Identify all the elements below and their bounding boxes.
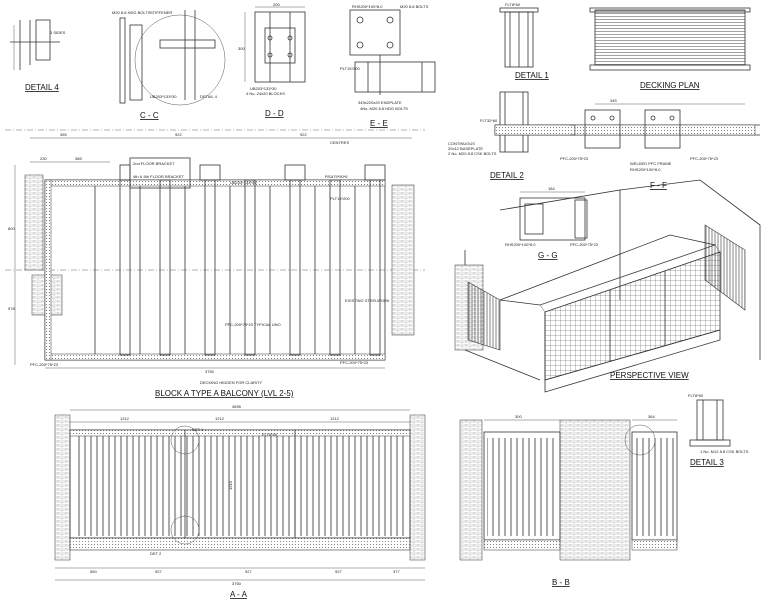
section-cc: M20 8.8 HDG BOLTS STIFFENER UB203*133*30… [112,10,226,120]
section-dd: 200 300 4 No. 24x20 BLOCKS UB203*133*30 … [238,2,306,118]
title-gg: G - G [538,251,558,260]
svg-text:978: 978 [8,306,15,311]
svg-text:4th & 5th FLOOR BRACKET: 4th & 5th FLOOR BRACKET [133,174,184,179]
main-plan: 455 922 922 CENTRES 230 385 [5,129,425,398]
title-detail4: DETAIL 4 [25,83,59,92]
svg-text:800: 800 [8,226,15,231]
svg-text:UB203*133*30: UB203*133*30 [230,180,257,185]
svg-text:1 No. M12 8.8 CSK BOLTS: 1 No. M12 8.8 CSK BOLTS [700,449,749,454]
svg-text:184: 184 [548,186,555,191]
svg-text:364: 364 [648,414,655,419]
svg-text:927: 927 [335,569,342,574]
svg-text:550: 550 [90,569,97,574]
svg-text:349x220x20 ENDPLATE: 349x220x20 ENDPLATE [358,100,402,105]
svg-text:PFC-200*75*23: PFC-200*75*23 [340,360,369,365]
title-bb: B - B [552,578,570,587]
title-aa: A - A [230,590,248,599]
svg-text:345: 345 [610,98,617,103]
svg-text:PFC-200*75*23: PFC-200*75*23 [560,156,589,161]
detail-1: FLT8*60 DETAIL 1 [499,2,549,80]
svg-text:2nd FLOOR BRACKET: 2nd FLOOR BRACKET [133,161,175,166]
svg-text:FLT8*60: FLT8*60 [505,2,521,7]
svg-text:1212: 1212 [330,416,340,421]
detail-2: FLT32*60 CONTINUOUS 20x12 BASEPLATE 2 No… [448,91,576,180]
svg-text:455: 455 [60,132,67,137]
svg-text:377: 377 [393,569,400,574]
svg-text:230: 230 [40,156,47,161]
decking-plan: DECKING PLAN [589,7,751,90]
svg-text:FLT32*60: FLT32*60 [480,118,498,123]
svg-text:RHS200*100*8.0: RHS200*100*8.0 [505,242,536,247]
title-detail3: DETAIL 3 [690,458,724,467]
svg-text:922: 922 [175,132,182,137]
svg-text:PLT15*200: PLT15*200 [340,66,360,71]
svg-text:FLT8*60: FLT8*60 [688,393,704,398]
svg-text:PFC-200*75*23: PFC-200*75*23 [570,242,599,247]
svg-text:927: 927 [245,569,252,574]
title-dd: D - D [265,109,284,118]
svg-text:UB203*133*30: UB203*133*30 [150,94,177,99]
title-perspective: PERSPECTIVE VIEW [610,371,689,380]
title-cc: C - C [140,111,159,120]
svg-text:4No. M20 8.8 HDG BOLTS: 4No. M20 8.8 HDG BOLTS [360,106,408,111]
svg-text:2 No. M20 8.8 CSK BOLTS: 2 No. M20 8.8 CSK BOLTS [448,151,497,156]
svg-text:DET 2: DET 2 [150,551,162,556]
title-main-plan: BLOCK A TYPE A BALCONY (LVL 2-5) [155,389,294,398]
svg-text:3750: 3750 [205,369,215,374]
svg-text:UB203*133*30: UB203*133*30 [250,86,277,91]
section-gg: 184 RHS200*100*8.0 PFC-200*75*23 G - G [505,186,599,260]
svg-text:3750: 3750 [232,581,242,586]
svg-text:RSA75*50*6: RSA75*50*6 [325,174,348,179]
svg-text:CONTINUOUS: CONTINUOUS [448,141,475,146]
svg-text:FLT8*60: FLT8*60 [262,432,278,437]
detail-3: FLT8*60 1 No. M12 8.8 CSK BOLTS DETAIL 3 [688,393,749,467]
svg-text:WELDED PFC FRAME: WELDED PFC FRAME [630,161,672,166]
perspective-view: PERSPECTIVE VIEW [454,179,761,393]
section-ff: 345 PFC-200*75*23 PFC-200*75*23 WELDED P… [560,98,760,190]
title-detail1: DETAIL 1 [515,71,549,80]
svg-text:3695: 3695 [232,404,242,409]
svg-text:300: 300 [238,46,245,51]
svg-text:M20 8.8 HDG BOLTS: M20 8.8 HDG BOLTS [112,10,151,15]
title-decking-plan: DECKING PLAN [640,81,700,90]
svg-text:RHS200*100*8.0: RHS200*100*8.0 [630,167,661,172]
svg-text:PFC-200*75*23: PFC-200*75*23 [690,156,719,161]
svg-text:20x12 BASEPLATE: 20x12 BASEPLATE [448,146,483,151]
svg-text:1212: 1212 [215,416,225,421]
svg-text:922: 922 [300,132,307,137]
svg-text:STIFFENER: STIFFENER [150,10,172,15]
svg-text:927: 927 [155,569,162,574]
svg-text:385: 385 [75,156,82,161]
title-detail2: DETAIL 2 [490,171,524,180]
svg-text:1212: 1212 [120,416,130,421]
svg-text:4 No. 24x20 BLOCKS: 4 No. 24x20 BLOCKS [246,91,285,96]
svg-text:3 SIDES: 3 SIDES [50,30,66,35]
elevation-aa: 3695 1212 1212 1212 DET 1 DET 2 FLT8*60 … [54,404,426,599]
svg-text:EXISTING STEELWORK: EXISTING STEELWORK [345,298,390,303]
svg-text:M20 8.8 BOLTS: M20 8.8 BOLTS [400,4,429,9]
elevation-bb: 300 364 B - B [459,414,678,587]
svg-text:PFC-200*75*23 TYPICAL UNO: PFC-200*75*23 TYPICAL UNO [225,322,281,327]
svg-text:CENTRES: CENTRES [330,140,349,145]
svg-text:1210: 1210 [228,480,233,490]
svg-text:300: 300 [515,414,522,419]
svg-text:DETAIL 4: DETAIL 4 [200,94,218,99]
svg-text:200: 200 [273,2,280,7]
svg-text:PLT15*200: PLT15*200 [330,196,350,201]
svg-text:PFC-200*75*23: PFC-200*75*23 [30,362,59,367]
title-ee: E - E [370,119,388,128]
svg-text:DET 1: DET 1 [192,427,204,432]
svg-text:RHS200*100*8.0: RHS200*100*8.0 [352,4,383,9]
section-ee: RHS200*100*8.0 M20 8.8 BOLTS PLT15*200 3… [340,4,436,128]
svg-text:DECKING HIDDEN FOR CLARITY: DECKING HIDDEN FOR CLARITY [200,380,263,385]
detail-4: 3 SIDES DETAIL 4 [10,19,66,92]
